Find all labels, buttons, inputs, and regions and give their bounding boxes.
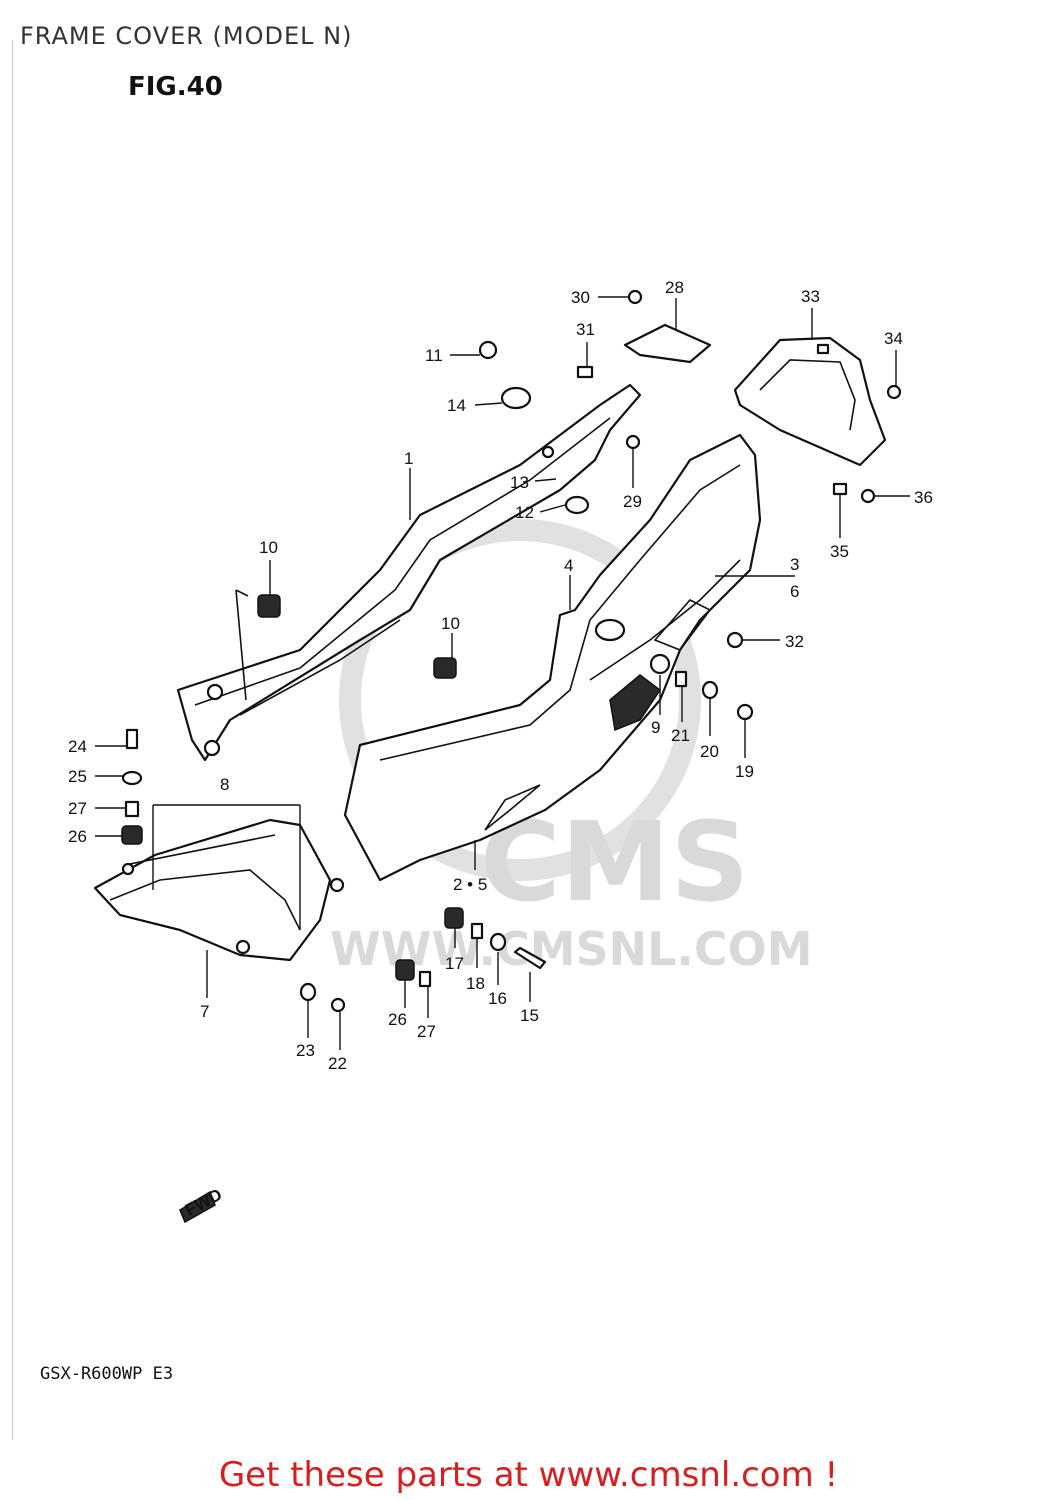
callout-13: 13 [510, 473, 529, 492]
callout-12: 12 [515, 503, 534, 522]
callout-16: 16 [488, 989, 507, 1008]
callout-11: 11 [425, 346, 443, 365]
callout-8: 8 [220, 775, 229, 794]
callout-15: 15 [520, 1006, 539, 1025]
callout-25: 25 [68, 767, 87, 786]
callout-27b: 27 [417, 1022, 436, 1041]
callout-31: 31 [576, 320, 595, 339]
callout-6: 6 [790, 582, 799, 601]
callout-35: 35 [830, 542, 849, 561]
part-1-frame-bracket [176, 383, 642, 762]
part-33-tail-piece [733, 336, 887, 467]
callout-1: 1 [404, 449, 413, 468]
callout-17: 17 [445, 954, 464, 973]
callout-34: 34 [884, 329, 903, 348]
callout-32: 32 [785, 632, 804, 651]
callout-10b: 10 [441, 614, 460, 633]
callout-7: 7 [200, 1002, 209, 1021]
callout-28: 28 [665, 278, 684, 297]
callout-29: 29 [623, 492, 642, 511]
callouts: 1 2 • 5 3 6 4 7 8 9 10 10 11 12 13 14 15… [68, 278, 933, 1220]
callout-24: 24 [68, 737, 87, 756]
cmsnl-parts-link[interactable]: Get these parts at www.cmsnl.com ! [218, 1455, 839, 1495]
page-title: FRAME COVER (MODEL N) [20, 22, 353, 50]
callout-18: 18 [466, 974, 485, 993]
cmsnl-watermark: CMS WWW.CMSNL.COM [330, 519, 813, 976]
part-7-8-lower-cover [93, 818, 345, 962]
leader-lines [95, 296, 910, 1050]
callout-3: 3 [790, 555, 799, 574]
callout-10a: 10 [259, 538, 278, 557]
callout-2-5: 2 • 5 [453, 875, 487, 894]
part-4-frame-cover [343, 433, 762, 882]
callout-20: 20 [700, 742, 719, 761]
callout-27a: 27 [68, 799, 87, 818]
callout-9: 9 [651, 718, 660, 737]
fwd-label: FWD [182, 1185, 225, 1220]
fwd-arrow-icon [179, 1190, 216, 1224]
callout-36: 36 [914, 488, 933, 507]
callout-22: 22 [328, 1054, 347, 1073]
callout-26b: 26 [388, 1010, 407, 1029]
watermark-ring [339, 519, 701, 881]
callout-23: 23 [296, 1041, 315, 1060]
callout-21: 21 [671, 726, 690, 745]
callout-30: 30 [571, 288, 590, 307]
callout-33: 33 [801, 287, 820, 306]
model-code: GSX-R600WP E3 [40, 1364, 174, 1384]
callout-4: 4 [564, 556, 573, 575]
figure-number: FIG.40 [128, 72, 223, 102]
part-28-cover-plate [623, 323, 712, 364]
callout-26a: 26 [68, 827, 87, 846]
callout-19: 19 [735, 762, 754, 781]
page-border [12, 40, 13, 1440]
callout-14: 14 [447, 396, 466, 415]
